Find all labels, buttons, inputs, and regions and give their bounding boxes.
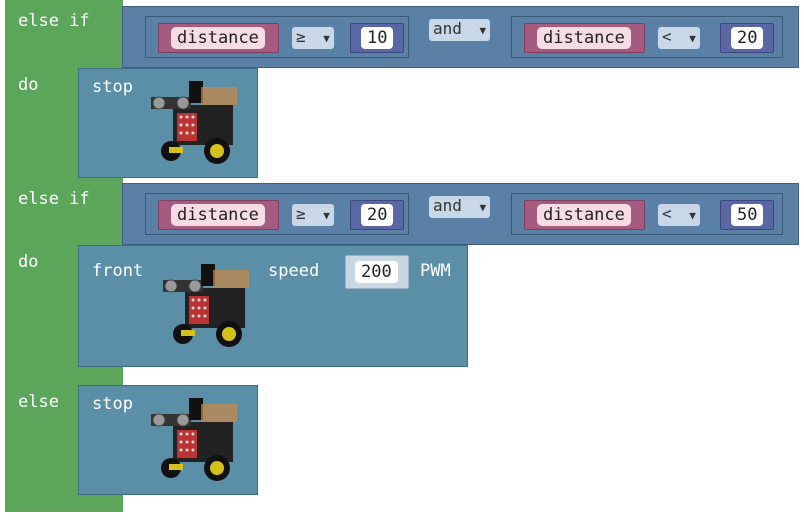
variable-distance[interactable]: distance [537, 27, 631, 49]
number-value[interactable]: 20 [361, 204, 394, 226]
triangle-down-icon: ▼ [689, 209, 696, 222]
and-block[interactable]: distance ≥ ▼ 10 and ▼ distance < ▼ 20 [122, 6, 799, 68]
do-label: do [18, 252, 39, 272]
logic-dropdown[interactable]: and ▼ [429, 19, 491, 41]
compare-block-left[interactable]: distance ≥ ▼ 20 [145, 193, 409, 235]
else-if-label: else if [18, 189, 90, 209]
variable-distance[interactable]: distance [537, 204, 631, 226]
compare-block-left[interactable]: distance ≥ ▼ 10 [145, 16, 409, 58]
compare-block-right[interactable]: distance < ▼ 50 [511, 193, 783, 235]
variable-block[interactable]: distance [158, 23, 279, 53]
variable-distance[interactable]: distance [171, 27, 265, 49]
operator-dropdown[interactable]: ≥ ▼ [292, 27, 334, 49]
stop-block[interactable]: stop [78, 68, 258, 178]
variable-block[interactable]: distance [524, 23, 645, 53]
operator-dropdown[interactable]: < ▼ [658, 204, 700, 226]
variable-distance[interactable]: distance [171, 204, 265, 226]
triangle-down-icon: ▼ [479, 201, 487, 214]
number-value[interactable]: 20 [731, 27, 764, 49]
do-label: do [18, 75, 39, 95]
number-value[interactable]: 50 [731, 204, 764, 226]
else-if-label: else if [18, 11, 90, 31]
and-block[interactable]: distance ≥ ▼ 20 and ▼ distance < ▼ 50 [122, 183, 799, 245]
front-block[interactable]: front speed 200 PWM [78, 245, 468, 367]
logic-operator: and [433, 19, 462, 38]
triangle-down-icon: ▼ [689, 32, 696, 45]
robot-car-icon [163, 264, 249, 347]
triangle-down-icon: ▼ [323, 32, 330, 45]
operator-dropdown[interactable]: < ▼ [658, 27, 700, 49]
logic-operator: and [433, 196, 462, 215]
operator-dropdown[interactable]: ≥ ▼ [292, 204, 334, 226]
triangle-down-icon: ▼ [323, 209, 330, 222]
number-block[interactable]: 50 [720, 200, 774, 230]
operator-symbol: ≥ [296, 27, 306, 46]
number-value[interactable]: 10 [361, 27, 394, 49]
number-block[interactable]: 20 [720, 23, 774, 53]
variable-block[interactable]: distance [524, 200, 645, 230]
unit-label: PWM [420, 261, 451, 281]
number-block[interactable]: 10 [350, 23, 404, 53]
number-block[interactable]: 20 [350, 200, 404, 230]
speed-label: speed [268, 261, 320, 281]
speed-value[interactable]: 200 [355, 261, 398, 283]
robot-car-icon [151, 81, 237, 164]
operator-symbol: < [662, 27, 672, 46]
compare-block-right[interactable]: distance < ▼ 20 [511, 16, 783, 58]
speed-number-block[interactable]: 200 [345, 255, 409, 289]
operator-symbol: ≥ [296, 204, 306, 223]
triangle-down-icon: ▼ [479, 24, 487, 37]
logic-dropdown[interactable]: and ▼ [429, 196, 491, 218]
action-label: front [92, 261, 144, 281]
operator-symbol: < [662, 204, 672, 223]
stop-block[interactable]: stop [78, 385, 258, 495]
variable-block[interactable]: distance [158, 200, 279, 230]
robot-car-icon [151, 398, 237, 481]
action-label: stop [92, 394, 133, 414]
else-label: else [18, 392, 59, 412]
action-label: stop [92, 77, 133, 97]
